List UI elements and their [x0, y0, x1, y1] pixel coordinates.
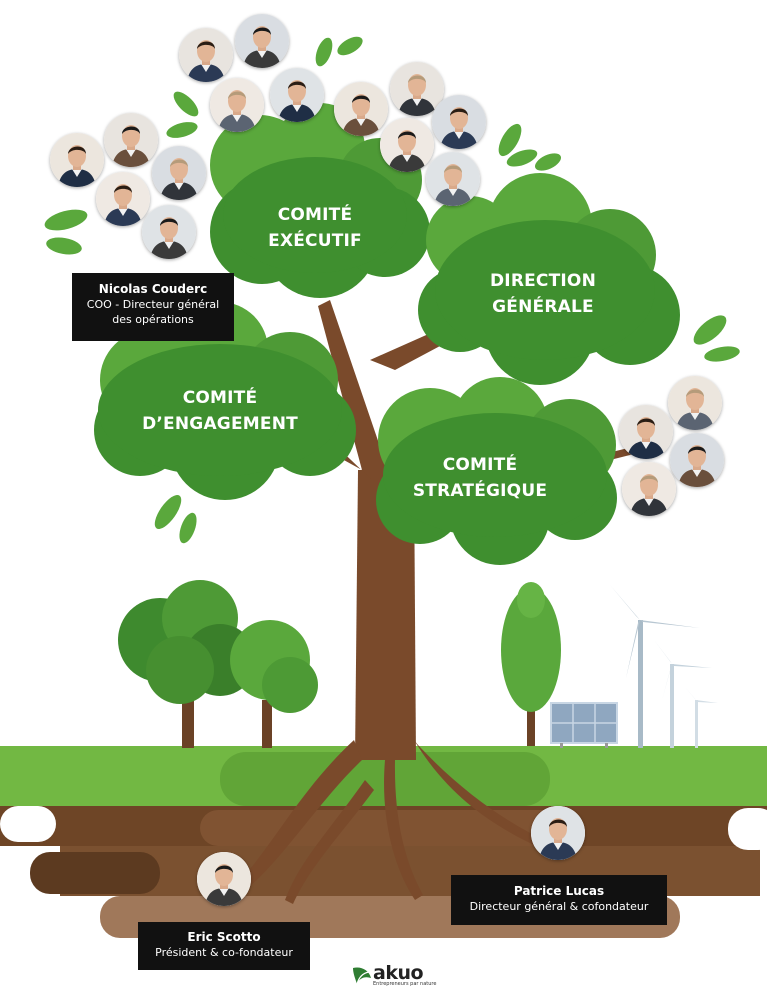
- avatar: [432, 95, 486, 149]
- comite-engagement-line2: D’ENGAGEMENT: [142, 414, 298, 434]
- avatar: [210, 78, 264, 132]
- label-comite-engagement: COMITÉ D’ENGAGEMENT: [135, 385, 305, 437]
- logo-wordmark: akuo: [373, 962, 424, 984]
- canopy-engagement: [94, 302, 356, 500]
- comite-executif-line1: COMITÉ: [277, 205, 353, 225]
- person-role: Directeur général & cofondateur: [469, 900, 649, 913]
- avatar: [179, 28, 233, 82]
- avatar: [622, 462, 676, 516]
- person-name: Eric Scotto: [187, 930, 261, 944]
- comite-engagement-line1: COMITÉ: [182, 388, 258, 408]
- logo-tagline: Entrepreneurs par nature: [373, 981, 437, 987]
- person-name: Patrice Lucas: [513, 884, 605, 898]
- comite-strategique-line1: COMITÉ: [442, 455, 518, 475]
- avatar: [334, 82, 388, 136]
- avatar: [670, 433, 724, 487]
- comite-executif-line2: EXÉCUTIF: [268, 231, 362, 251]
- background-trees: [118, 580, 561, 748]
- akuo-logo: akuo Entrepreneurs par nature: [351, 962, 441, 988]
- avatar: [197, 852, 251, 906]
- avatar: [531, 806, 585, 860]
- avatar: [142, 205, 196, 259]
- comite-strategique-line2: STRATÉGIQUE: [412, 481, 548, 501]
- avatar: [96, 172, 150, 226]
- label-comite-executif: COMITÉ EXÉCUTIF: [255, 202, 375, 254]
- avatar: [390, 62, 444, 116]
- direction-generale-line2: GÉNÉRALE: [492, 297, 594, 317]
- tree-trunk: [240, 300, 642, 904]
- solar-panel: [550, 702, 618, 748]
- canopy-strategique: [376, 377, 617, 565]
- canopy-direction: [418, 173, 680, 385]
- person-role-line1: COO - Directeur général: [86, 298, 220, 311]
- wind-turbines: [610, 585, 718, 748]
- avatar: [235, 14, 289, 68]
- avatar: [152, 146, 206, 200]
- avatar: [104, 113, 158, 167]
- avatar: [380, 118, 434, 172]
- avatar: [50, 133, 104, 187]
- avatar: [619, 405, 673, 459]
- label-direction-generale: DIRECTION GÉNÉRALE: [473, 268, 613, 320]
- floating-leaves: [44, 36, 740, 544]
- avatar: [668, 376, 722, 430]
- person-role-line2: des opérations: [112, 313, 194, 326]
- card-nicolas-couderc: Nicolas Couderc COO - Directeur général …: [72, 273, 234, 341]
- avatar: [426, 152, 480, 206]
- card-patrice-lucas: Patrice Lucas Directeur général & cofond…: [451, 875, 667, 925]
- direction-generale-line1: DIRECTION: [489, 271, 597, 291]
- label-comite-strategique: COMITÉ STRATÉGIQUE: [410, 452, 550, 504]
- avatar: [270, 68, 324, 122]
- person-role: Président & co-fondateur: [155, 946, 293, 959]
- card-eric-scotto: Eric Scotto Président & co-fondateur: [138, 922, 310, 970]
- leaf-logo-icon: [353, 967, 371, 985]
- person-name: Nicolas Couderc: [98, 282, 208, 296]
